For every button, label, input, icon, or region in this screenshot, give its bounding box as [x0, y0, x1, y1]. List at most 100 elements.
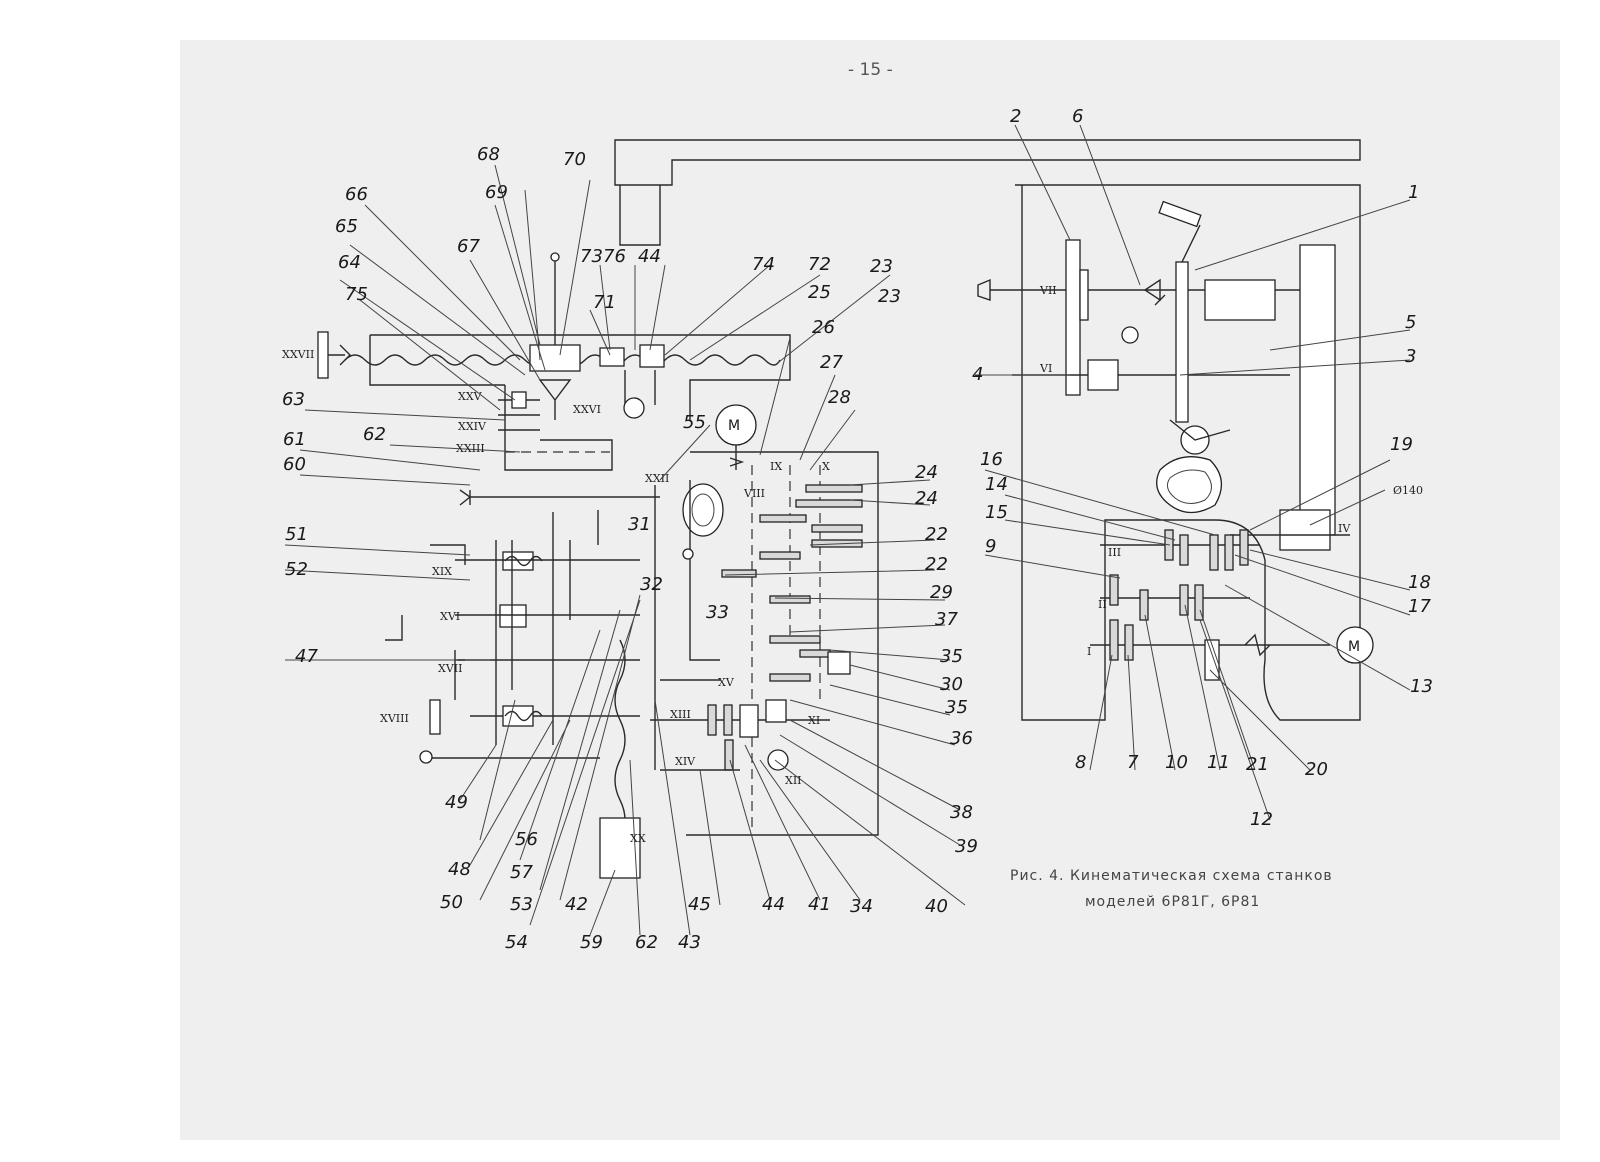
- gear-block-3: [759, 514, 807, 523]
- lever-top: [1181, 224, 1201, 263]
- shaft-label-xxvii: XXVII: [282, 348, 314, 361]
- shaft-label-xv: XV: [718, 676, 735, 689]
- label-r2: 2: [1010, 106, 1021, 127]
- label-44-top: 44: [638, 246, 661, 267]
- clutch-block-30: [827, 651, 851, 675]
- spindle-gear-hub: [1079, 269, 1089, 321]
- label-66: 66: [345, 184, 368, 205]
- label-51: 51: [285, 524, 308, 545]
- label-r17: 17: [1408, 596, 1431, 617]
- feed-motor-label: M: [728, 418, 740, 434]
- shaft-label-xx: XX: [630, 832, 646, 845]
- label-55: 55: [683, 412, 706, 433]
- gear-11: [1179, 584, 1189, 616]
- crank-handle-xvi: [385, 615, 403, 641]
- gear-18: [1239, 529, 1249, 566]
- table-lever-knob: [550, 252, 560, 262]
- label-r6: 6: [1072, 106, 1083, 127]
- feed-cam: [682, 483, 724, 537]
- gear-21: [1204, 639, 1220, 681]
- label-48: 48: [448, 859, 471, 880]
- gear-block-10: [799, 649, 831, 658]
- lever-top-handle: [1158, 200, 1202, 228]
- shaft-label-iv: IV: [1338, 522, 1351, 535]
- diameter-label: Ø140: [1393, 484, 1423, 497]
- label-72: 72: [808, 254, 831, 275]
- shaft-label-vii: VII: [1039, 284, 1057, 297]
- shaft-label-xxvi: XXVI: [573, 403, 601, 416]
- label-24-b: 24: [915, 488, 938, 509]
- gear-8: [1109, 619, 1119, 661]
- label-62-top: 62: [363, 424, 386, 445]
- label-r13: 13: [1410, 676, 1433, 697]
- gear-9: [1109, 574, 1119, 606]
- caption-line-1: Рис. 4. Кинематическая схема станков: [1010, 868, 1333, 884]
- vertical-screw-nut: [599, 817, 641, 879]
- handwheel-xxvii-hub: [328, 344, 351, 366]
- handwheel-xvii: [454, 650, 465, 700]
- label-r11: 11: [1207, 752, 1230, 773]
- label-26: 26: [812, 317, 835, 338]
- table-frame: [370, 334, 791, 420]
- shaft-label-xvii: XVII: [438, 662, 462, 675]
- label-22-a: 22: [925, 524, 948, 545]
- label-34: 34: [850, 896, 873, 917]
- label-r4: 4: [972, 364, 983, 385]
- label-65: 65: [335, 216, 358, 237]
- gear-xii: [767, 749, 789, 771]
- gear-17: [1224, 534, 1234, 571]
- overarm-outline: [614, 139, 1361, 186]
- label-23-b: 23: [878, 286, 901, 307]
- label-28: 28: [828, 387, 851, 408]
- label-47: 47: [295, 646, 318, 667]
- label-r8: 8: [1075, 752, 1086, 773]
- label-r1: 1: [1408, 182, 1419, 203]
- gear-block-8: [769, 595, 811, 604]
- shaft-label-x: X: [822, 460, 830, 473]
- pulley-iv: [1279, 509, 1331, 551]
- spindle-gear-2: [1065, 239, 1081, 396]
- gear-7: [1124, 624, 1134, 661]
- bevel-pair-a: [538, 379, 572, 402]
- label-24-a: 24: [915, 462, 938, 483]
- label-36: 36: [950, 728, 973, 749]
- shaft-label-ix: IX: [770, 460, 782, 473]
- leader-lines-top-left: [339, 164, 891, 411]
- gear-xvi-box: [499, 604, 527, 628]
- label-31: 31: [628, 514, 651, 535]
- label-73: 73: [580, 246, 603, 267]
- label-r16: 16: [980, 449, 1003, 470]
- leader-lines-right-left: [284, 337, 966, 936]
- label-60: 60: [283, 454, 306, 475]
- label-32: 32: [640, 574, 663, 595]
- shaft-labels: XXVII XXV XXIV XXIII XXVI XXII XIX XVI X…: [282, 284, 1423, 845]
- label-r18: 18: [1408, 572, 1431, 593]
- table-left-frame: [369, 335, 505, 386]
- label-r15: 15: [985, 502, 1008, 523]
- label-71: 71: [593, 292, 616, 313]
- label-r20: 20: [1305, 759, 1328, 780]
- label-41: 41: [808, 894, 831, 915]
- paper-background: [180, 40, 1560, 1140]
- label-76: 76: [603, 246, 626, 267]
- label-62-bottom: 62: [635, 932, 658, 953]
- gear-1-vertical: [1175, 261, 1189, 423]
- label-54: 54: [505, 932, 528, 953]
- gear-block-2: [795, 499, 863, 508]
- shaft-label-xi: XI: [808, 714, 820, 727]
- page-number: - 15 -: [848, 60, 893, 80]
- gear-16: [1209, 534, 1219, 571]
- label-59: 59: [580, 932, 603, 953]
- caption-line-2: моделей 6Р81Г, 6Р81: [1085, 894, 1260, 910]
- label-64: 64: [338, 252, 361, 273]
- spindle-nose: [977, 278, 991, 301]
- shaft-label-i: I: [1087, 645, 1091, 658]
- gear-12: [1194, 584, 1204, 621]
- clutch-xiii: [739, 704, 759, 738]
- shaft-label-xiv: XIV: [675, 755, 696, 768]
- shaft-label-xix: XIX: [432, 565, 452, 578]
- table-drop-gear: [623, 397, 645, 419]
- lever-pivot-33: [682, 548, 694, 560]
